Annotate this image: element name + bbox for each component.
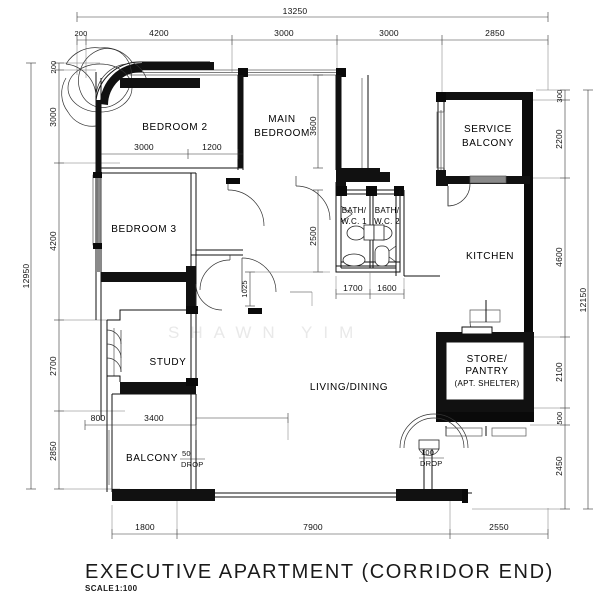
entry-drop-note: 100 DROP: [419, 448, 444, 468]
dim-top-3: 3000: [274, 28, 294, 38]
room-label-balcony: BALCONY: [126, 453, 178, 464]
dim-mainbed-3600: 3600: [308, 116, 318, 136]
dim-top-5: 2850: [485, 28, 505, 38]
room-label-main-bedroom-2: BEDROOM: [254, 128, 310, 139]
dim-left-overall: 12950: [21, 264, 31, 289]
room-label-store-1: STORE/: [467, 354, 508, 365]
top-overall-dimension: 13250: [76, 6, 549, 22]
room-label-store-3: (APT. SHELTER): [455, 379, 520, 388]
interior-dimensions: 3000 1200 3600 2500 1700 1600: [84, 74, 405, 440]
dim-right-1: 300: [555, 89, 564, 102]
dim-right-6: 2450: [554, 456, 564, 476]
drawing-title: EXECUTIVE APARTMENT (CORRIDOR END): [85, 561, 554, 583]
note-balcony-drop-label: DROP: [181, 460, 203, 469]
dim-right-2: 2200: [554, 129, 564, 149]
exterior-walls: [61, 47, 533, 503]
note-entry-drop-label: DROP: [420, 459, 442, 468]
room-label-main-bedroom-1: MAIN: [268, 114, 295, 125]
dim-bottom-3: 2550: [489, 522, 509, 532]
dim-bath2-1600: 1600: [377, 283, 397, 293]
room-label-bath2-2: W.C. 2: [374, 217, 400, 226]
room-label-kitchen: KITCHEN: [466, 251, 514, 262]
room-label-service-balcony-1: SERVICE: [464, 124, 512, 135]
room-label-service-balcony-2: BALCONY: [462, 138, 514, 149]
dim-bottom-2: 7900: [303, 522, 323, 532]
right-dimension-chain: 300 2200 4600 2100 500 2450: [472, 89, 570, 510]
scale-value: 1:100: [115, 584, 138, 593]
room-label-bath2-1: BATH/: [375, 206, 400, 215]
dim-left-4: 2700: [48, 356, 58, 376]
dim-right-5: 500: [555, 411, 564, 424]
room-label-bath1-2: W.C. 1: [341, 217, 367, 226]
dim-left-1: 200: [49, 60, 58, 73]
dim-bath1-1700: 1700: [343, 283, 363, 293]
dim-left-5: 2850: [48, 441, 58, 461]
room-label-study: STUDY: [150, 357, 187, 368]
scale-label: SCALE: [85, 584, 114, 593]
dim-bedroom-3000: 3000: [134, 142, 154, 152]
room-label-store-2: PANTRY: [465, 366, 508, 377]
left-overall-dimension: 12950: [21, 62, 36, 490]
dim-mid-1025: 1025: [240, 280, 249, 298]
dim-top-2: 4200: [149, 28, 169, 38]
left-dimension-chain: 200 3000 4200 2700 2850: [48, 60, 125, 490]
watermark-text: SHAWN YIM: [168, 323, 364, 342]
note-entry-drop-value: 100: [421, 448, 434, 457]
dim-left-2: 3000: [48, 107, 58, 127]
dim-bath-2500: 2500: [308, 226, 318, 246]
room-label-living-dining: LIVING/DINING: [310, 382, 388, 393]
dim-bottom-1: 1800: [135, 522, 155, 532]
balcony-drop-note: 50 DROP: [180, 449, 205, 469]
dim-right-3: 4600: [554, 247, 564, 267]
dim-right-overall: 12150: [578, 288, 588, 313]
dim-right-4: 2100: [554, 362, 564, 382]
room-label-bath1-1: BATH/: [342, 206, 367, 215]
dim-top-overall: 13250: [283, 6, 308, 16]
interior-walls: [101, 75, 534, 493]
dim-study-800: 800: [91, 413, 106, 423]
note-balcony-drop-value: 50: [182, 449, 191, 458]
dim-left-3: 4200: [48, 231, 58, 251]
dim-top-4: 3000: [379, 28, 399, 38]
dim-bedroom-1200: 1200: [202, 142, 222, 152]
right-overall-dimension: 12150: [578, 89, 593, 510]
dim-study-3400: 3400: [144, 413, 164, 423]
dim-top-1: 200: [74, 29, 87, 38]
top-dimension-chain: 200 4200 3000 3000 2850: [74, 28, 549, 98]
room-label-bedroom3: BEDROOM 3: [111, 224, 176, 235]
room-label-bedroom2: BEDROOM 2: [142, 122, 207, 133]
